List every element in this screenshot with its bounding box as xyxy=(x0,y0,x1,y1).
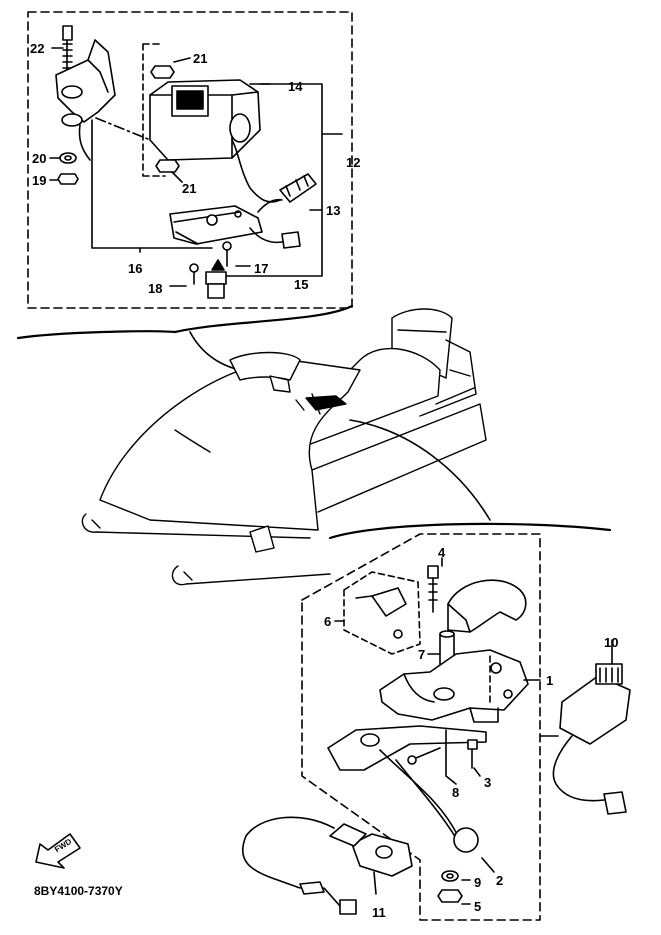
top-inset xyxy=(16,11,354,376)
screw-8 xyxy=(407,747,441,765)
throttle-housing xyxy=(379,649,529,723)
base-plate xyxy=(169,198,301,249)
callout-18: 18 xyxy=(148,281,163,296)
screw-18 xyxy=(189,263,199,285)
callout-16: 16 xyxy=(128,261,143,276)
bolt-3 xyxy=(467,739,478,769)
drawing-code: 8BY4100-7370Y xyxy=(34,884,123,898)
bottom-inset-dashed-frame xyxy=(301,533,541,921)
callout-2: 2 xyxy=(496,873,504,888)
bottom-inset xyxy=(241,533,631,921)
relay-10 xyxy=(552,639,631,815)
callout-14: 14 xyxy=(288,79,303,94)
switch-box xyxy=(149,79,317,203)
bottom-inset-callout-leader xyxy=(328,522,612,540)
callout-7: 7 xyxy=(418,647,426,662)
callout-19: 19 xyxy=(32,173,47,188)
callout-13: 13 xyxy=(326,203,341,218)
grommet-15 xyxy=(205,259,227,299)
callout-10: 10 xyxy=(604,635,619,650)
mount-bracket xyxy=(55,39,116,161)
callout-20: 20 xyxy=(32,151,47,166)
fwd-arrow-icon xyxy=(35,833,81,869)
callout-8: 8 xyxy=(452,785,460,800)
callout-6: 6 xyxy=(324,614,332,629)
callout-4: 4 xyxy=(438,545,446,560)
callout-22: 22 xyxy=(30,41,45,56)
callout-17: 17 xyxy=(254,261,269,276)
callout-9: 9 xyxy=(474,875,482,890)
callout-15: 15 xyxy=(294,277,309,292)
top-inset-callout-leader xyxy=(16,304,354,340)
screw-4 xyxy=(427,565,439,613)
top-inset-dashed-frame xyxy=(27,11,353,309)
callout-1: 1 xyxy=(546,673,554,688)
throttle-switch xyxy=(241,816,413,915)
callout-3: 3 xyxy=(484,775,492,790)
callout-21-lower: 21 xyxy=(182,181,197,196)
callout-12: 12 xyxy=(346,155,361,170)
callout-21-upper: 21 xyxy=(193,51,208,66)
callout-5: 5 xyxy=(474,899,482,914)
snowmobile xyxy=(81,308,612,586)
lever-cover xyxy=(447,579,527,633)
callout-11: 11 xyxy=(372,905,386,920)
screw-17 xyxy=(222,241,232,267)
